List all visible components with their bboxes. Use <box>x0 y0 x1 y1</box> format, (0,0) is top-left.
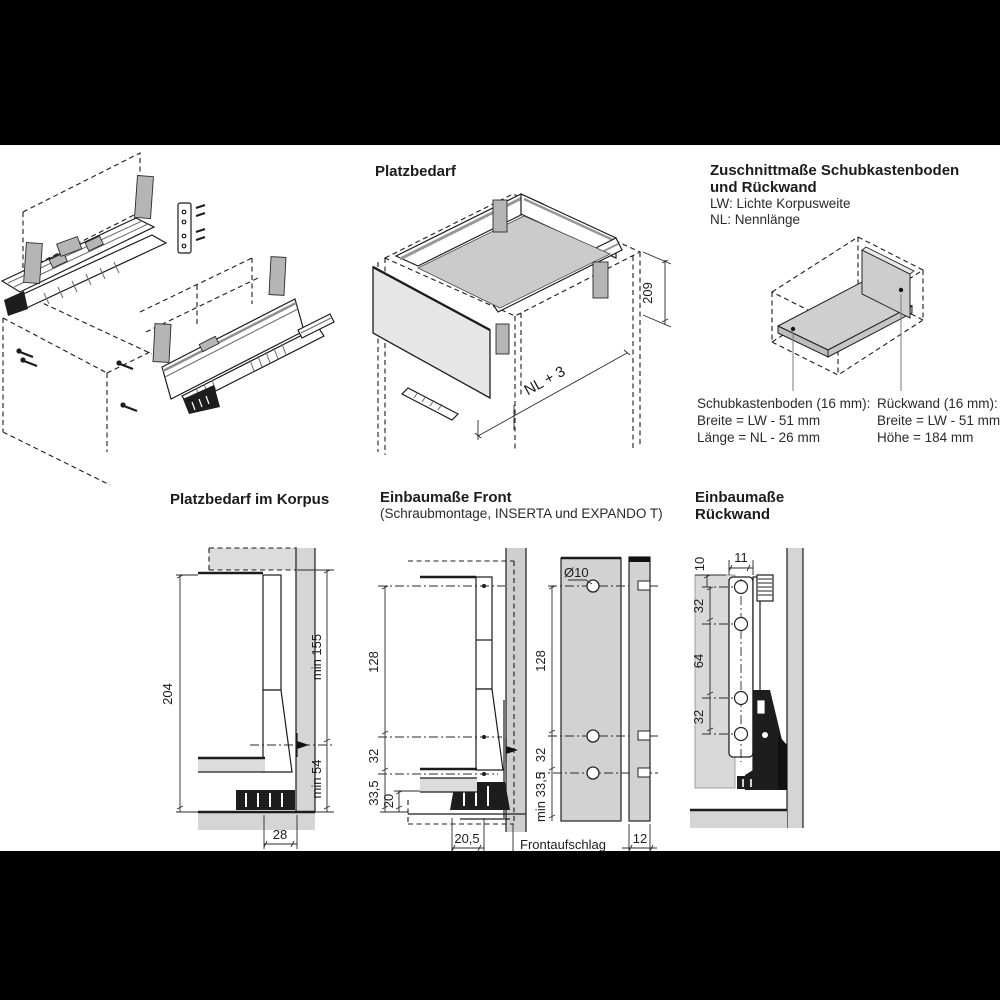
dim-64: 64 <box>691 654 706 668</box>
cabinet-bottom-panel <box>690 810 787 828</box>
dim-128-right: 128 <box>533 650 548 672</box>
screw-hole <box>733 690 749 706</box>
dim-20: 20 <box>381 794 396 808</box>
dim-128-left: 128 <box>366 651 381 673</box>
drawer-back-profile <box>262 574 282 691</box>
dim-204: 204 <box>160 683 175 705</box>
front-panel-section <box>506 548 526 832</box>
front-clip <box>152 323 172 363</box>
drawer-bottom <box>417 215 611 309</box>
slide-runner <box>236 790 295 810</box>
leader-lines <box>792 294 902 391</box>
front-clip <box>23 242 43 284</box>
dim-nl-plus-3: NL + 3 <box>521 363 568 399</box>
dim-10: 10 <box>692 557 707 571</box>
cabinet-bottom-panel <box>198 812 315 830</box>
korpus-drawing: 204 min 155 min 54 28 <box>160 547 334 849</box>
einbau-front-title: Einbaumaße Front <box>380 489 512 506</box>
drawer-bottom-slab <box>198 758 265 772</box>
dim-335-left: 33,5 <box>366 780 381 805</box>
dim-11: 11 <box>734 550 748 565</box>
rueckwand-spec: Rückwand (16 mm): Breite = LW - 51 mm Hö… <box>877 395 1000 446</box>
einbau-rueckwand-title-line1: Einbaumaße <box>695 489 785 506</box>
screw-hole <box>733 616 749 632</box>
dowel-slot <box>637 730 651 741</box>
front-panel-edge-view <box>628 556 651 822</box>
dim-205: 20,5 <box>454 831 479 846</box>
schubkastenboden-laenge: Länge = NL - 26 mm <box>697 430 820 445</box>
front-clip <box>134 175 154 219</box>
dim-32-bottom: 32 <box>691 710 706 724</box>
rueckwand-section <box>694 574 736 789</box>
rueckwand-hoehe: Höhe = 184 mm <box>877 430 974 445</box>
dim-min-335: min 33,5 <box>533 772 548 822</box>
screw-hole <box>733 579 749 595</box>
dowel-slot <box>637 767 651 778</box>
schubkastenboden-spec: Schubkastenboden (16 mm): Breite = LW - … <box>697 395 870 446</box>
drawer-back-rail <box>520 193 617 259</box>
screw-icon <box>16 348 138 413</box>
platzbedarf-drawing: 209 NL + 3 <box>372 193 672 455</box>
catch-pin-arrow <box>506 746 518 754</box>
zuschnitt-legend-lw: LW: Lichte Korpusweite <box>710 196 851 211</box>
dowel-slot <box>637 580 651 591</box>
zuschnitt-title-line2: und Rückwand <box>710 179 817 196</box>
zuschnitt-title-line1: Zuschnittmaße Schubkastenboden <box>710 162 960 179</box>
dim-min-155: min 155 <box>309 634 324 680</box>
einbau-rueckwand-header: Einbaumaße Rückwand <box>695 489 784 523</box>
schubkastenboden-heading: Schubkastenboden (16 mm): <box>697 396 871 411</box>
dim-28: 28 <box>273 827 287 842</box>
drawing-canvas: 209 NL + 3 <box>0 152 925 851</box>
front-panel-elevation <box>560 557 622 822</box>
rear-bracket <box>177 202 192 254</box>
cabinet-top-panel <box>209 548 297 570</box>
zuschnitt-header: Zuschnittmaße Schubkastenboden und Rückw… <box>710 162 959 228</box>
dim-hole-diameter: Ø10 <box>564 565 589 580</box>
einbau-rueckwand-drawing: 10 11 32 64 32 <box>690 548 804 828</box>
zuschnitt-drawing <box>770 236 925 391</box>
exploded-view-drawing <box>0 152 335 486</box>
screw-hole <box>586 729 600 743</box>
einbau-front-subtitle: (Schraubmontage, INSERTA und EXPANDO T) <box>380 506 663 521</box>
dim-32-top: 32 <box>691 599 706 613</box>
korpus-title: Platzbedarf im Korpus <box>170 491 330 508</box>
einbau-front-header: Einbaumaße Front (Schraubmontage, INSERT… <box>380 489 663 522</box>
rueckwand-heading: Rückwand (16 mm): <box>877 396 998 411</box>
dim-209: 209 <box>640 282 655 304</box>
screw-hole <box>586 766 600 780</box>
drawer-side-profile <box>475 576 493 690</box>
einbau-rueckwand-title-line2: Rückwand <box>695 506 771 523</box>
dim-32-right: 32 <box>533 748 548 762</box>
dim-32-left: 32 <box>366 749 381 763</box>
schubkastenboden-breite: Breite = LW - 51 mm <box>697 413 821 428</box>
screw-hole <box>733 726 749 742</box>
einbau-front-drawing: 128 32 33,5 20 20,5 Frontaufschlag Ø10 1… <box>366 548 658 851</box>
rueckwand-breite: Breite = LW - 51 mm <box>877 413 1000 428</box>
frontaufschlag-label: Frontaufschlag <box>520 837 606 851</box>
dim-min-54: min 54 <box>309 759 324 798</box>
drawer-bottom-slab <box>420 778 477 792</box>
front-clip <box>268 256 287 296</box>
dim-12: 12 <box>633 831 647 846</box>
rear-hardware <box>745 690 782 790</box>
catch-pin-arrow <box>297 741 309 749</box>
cabinet-side-panel <box>787 548 803 828</box>
platzbedarf-title: Platzbedarf <box>375 163 456 180</box>
zuschnitt-legend-nl: NL: Nennlänge <box>710 212 801 227</box>
